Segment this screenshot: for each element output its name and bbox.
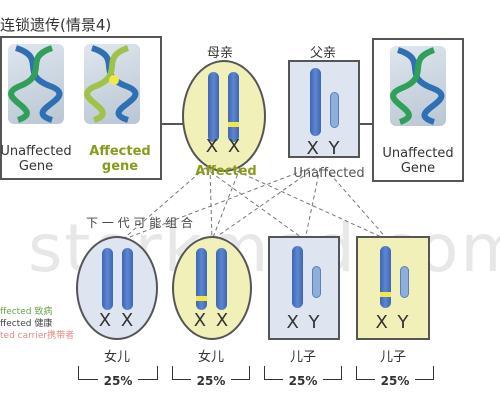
child-4-percent: 25% [375, 374, 415, 388]
legend-unaffected: ffected 健康 [0, 319, 53, 329]
legend-affected: ffected 致病 [0, 307, 53, 317]
child-1-percent: 25% [98, 374, 138, 388]
child-daughter-1: X X [76, 236, 158, 340]
father-status: Unaffected [293, 166, 365, 181]
child-3-percent: 25% [283, 374, 323, 388]
mother-x-chromosome-2 [228, 72, 239, 142]
affected-gene-label: Affected gene [89, 144, 151, 174]
next-generation-label: 下 一 代 可 能 组 合 [86, 216, 193, 230]
father-rect: X Y [288, 60, 360, 159]
affected-band [380, 292, 391, 297]
father-label: 父亲 [309, 46, 336, 61]
chromosome-y [400, 266, 409, 298]
child-son-2: X Y [356, 236, 430, 340]
father-chromosomes: X Y [306, 138, 342, 159]
dna-helix-unaffected-icon [8, 44, 64, 124]
mother-label: 母亲 [206, 46, 233, 61]
child-4-label: 儿子 [379, 350, 406, 365]
legend-carrier: ted carrier携带者 [0, 331, 75, 341]
chromosome-y [312, 266, 321, 298]
dna-helix-affected-icon [84, 44, 140, 124]
child-3-chromosomes: X Y [286, 312, 322, 333]
child-2-percent: 25% [191, 374, 231, 388]
child-3-label: 儿子 [289, 350, 316, 365]
child-1-chromosomes: X X [98, 310, 136, 331]
chromosome [102, 248, 113, 310]
right-unaffected-gene-label: Unaffected Gene [382, 146, 454, 176]
chromosome [380, 246, 391, 308]
child-1-label: 女儿 [103, 350, 130, 365]
affected-band [196, 296, 207, 301]
father-y-chromosome [330, 92, 339, 128]
affected-band [228, 122, 239, 127]
mother-oval: X X [182, 60, 266, 172]
child-2-chromosomes: X X [193, 310, 231, 331]
chromosome [216, 248, 227, 310]
mother-status: Affected [195, 164, 257, 179]
child-2-label: 女儿 [197, 350, 224, 365]
chromosome [122, 248, 133, 310]
father-x-chromosome [310, 68, 321, 136]
chromosome [292, 246, 303, 308]
chromosome [196, 248, 207, 310]
dna-helix-unaffected-right-icon [390, 46, 446, 126]
left-gene-panel: Unaffected Gene Affected gene [0, 36, 162, 180]
mother-chromosomes: X X [205, 136, 243, 157]
left-unaffected-gene-label: Unaffected Gene [0, 144, 72, 174]
mother-x-chromosome-1 [208, 72, 219, 142]
child-4-chromosomes: X Y [375, 312, 411, 333]
child-daughter-2: X X [172, 236, 252, 340]
right-gene-panel: Unaffected Gene [372, 38, 464, 182]
child-son-1: X Y [268, 236, 340, 340]
diagram-title: 连锁遗传(情景4) [0, 16, 112, 34]
